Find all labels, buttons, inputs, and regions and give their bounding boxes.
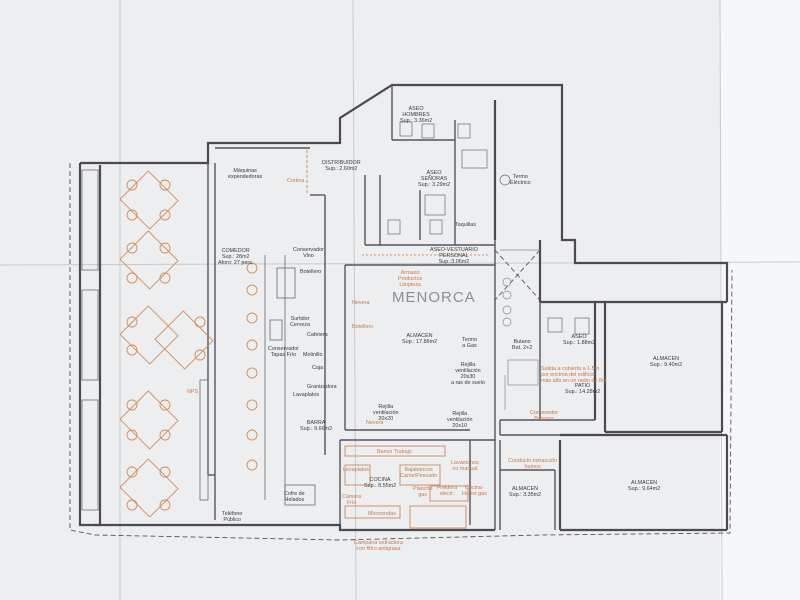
surtidor-label: Surtidor Cerveza bbox=[290, 316, 311, 328]
termo-gas-label: Termo a Gas bbox=[462, 337, 477, 349]
nps-label: NPS bbox=[187, 389, 199, 395]
room-almacen-right-top-label: ALMACEN Sup.: 9.40m2 bbox=[650, 356, 683, 368]
contenedor-basuras-label: Contenedor Basuras bbox=[530, 410, 559, 422]
dashed-boundary bbox=[69, 163, 733, 541]
room-almacen-central-label: ALMACEN Sup.: 17.86m2 bbox=[402, 333, 438, 345]
dining-tables bbox=[119, 170, 214, 518]
cofre-helados-label: Cofre de Helados bbox=[284, 491, 305, 503]
rejilla-3-label: Rejilla ventilación 20x10 bbox=[447, 411, 473, 429]
termo-electrico-label: Termo Eléctrico bbox=[510, 174, 531, 186]
bar-stools bbox=[246, 262, 258, 471]
kitchen-fixtures bbox=[344, 445, 469, 529]
camara-frio-label: Cámara Frío bbox=[342, 494, 362, 506]
lavaplatos-label: Lavaplatos bbox=[293, 392, 320, 398]
banco-trabajo-label: Banco Trabajo bbox=[377, 449, 412, 455]
lavamanos-label: Lavamanos no manual bbox=[451, 460, 479, 472]
conservador-tapas-label: Conservador Tapas Frío bbox=[268, 346, 299, 358]
cafetera-label: Cafetera bbox=[307, 332, 328, 338]
restroom-fixtures bbox=[387, 121, 590, 335]
room-almacen-bottom-small-label: ALMACEN Sup.: 3.35m2 bbox=[509, 486, 542, 498]
storage-marks bbox=[500, 249, 540, 410]
room-cocina-label: COCINA Sup.: 8.55m2 bbox=[364, 477, 397, 489]
salida-cubierta-label: Salida a cubierta a 1.5m por encima del … bbox=[541, 366, 607, 384]
nevera-2-label: Nevera bbox=[366, 420, 384, 426]
exterior-walls bbox=[78, 83, 729, 532]
levaplatos-label: Levaplatos bbox=[343, 467, 370, 473]
room-aseo-small-label: ASEO Sup.: 1.88m2 bbox=[563, 334, 596, 346]
room-patio-label: PATIO Sup.: 14.28m2 bbox=[565, 383, 601, 395]
cocina-horno-label: Cocina- Horno gas bbox=[462, 485, 487, 497]
bajabancos-label: Bajabancos Carne/Pescado bbox=[400, 467, 438, 479]
paper-edge bbox=[720, 0, 800, 600]
freidora-label: Freidora electr. bbox=[437, 485, 458, 497]
interior-walls bbox=[207, 85, 595, 530]
granizadora-label: Granizadora bbox=[307, 384, 337, 390]
room-barra-label: BARRA Sup.: 9.66m2 bbox=[300, 420, 333, 432]
armario-limpieza-label: Armario Productos Limpieza bbox=[398, 270, 423, 288]
room-almacen-right-bottom-label: ALMACEN Sup.: 9.64m2 bbox=[628, 480, 661, 492]
room-comedor-label: COMEDOR Sup.: 28m2 Aforo: 27 pers. bbox=[218, 248, 254, 266]
telefono-label: Teléfono Público bbox=[222, 511, 243, 523]
campana-label: Campana extractora con filtro antigrasa bbox=[354, 540, 403, 552]
botellero-1-label: Botellero bbox=[300, 269, 322, 275]
molinillo-label: Molinillo bbox=[303, 352, 323, 358]
facade-windows bbox=[81, 169, 209, 511]
room-aseo-senoras-label: ASEO SEÑORAS Sup.: 3.29m2 bbox=[418, 170, 451, 188]
taquillas-label: Taquillas bbox=[455, 222, 476, 228]
room-distribuidor-label: DISTRIBUIDOR Sup.: 2.60m2 bbox=[322, 160, 361, 172]
room-aseo-hombres-label: ASEO HOMBRES Sup.: 3.36m2 bbox=[400, 106, 433, 124]
botellero-2-label: Botellero bbox=[352, 324, 374, 330]
nevera-1-label: Nevera bbox=[352, 300, 370, 306]
bar-counter bbox=[264, 255, 316, 506]
plancha-label: Plancha gas bbox=[413, 486, 433, 498]
watermark-text: MENORCA bbox=[392, 289, 476, 306]
maquinas-label: Máquinas expendedoras bbox=[228, 168, 263, 180]
conducto-label: Conducto extracción humos bbox=[508, 458, 558, 470]
microondas-label: Microondas bbox=[368, 511, 396, 517]
conservador-vino-label: Conservador Vino bbox=[293, 247, 324, 259]
rejilla-1-label: Rejilla ventilación 20x30 a ras de suelo bbox=[451, 362, 485, 386]
butano-label: Butano Bat. 2+2 bbox=[512, 339, 533, 351]
room-aseo-vestuario-label: ASEO-VESTUARIO PERSONAL Sup.:3.06m2 bbox=[430, 247, 478, 265]
rejilla-2-label: Rejilla ventilación 20x20 bbox=[373, 404, 399, 422]
caja-label: Caja bbox=[312, 365, 324, 371]
cortina-label: Cortina bbox=[287, 178, 305, 184]
